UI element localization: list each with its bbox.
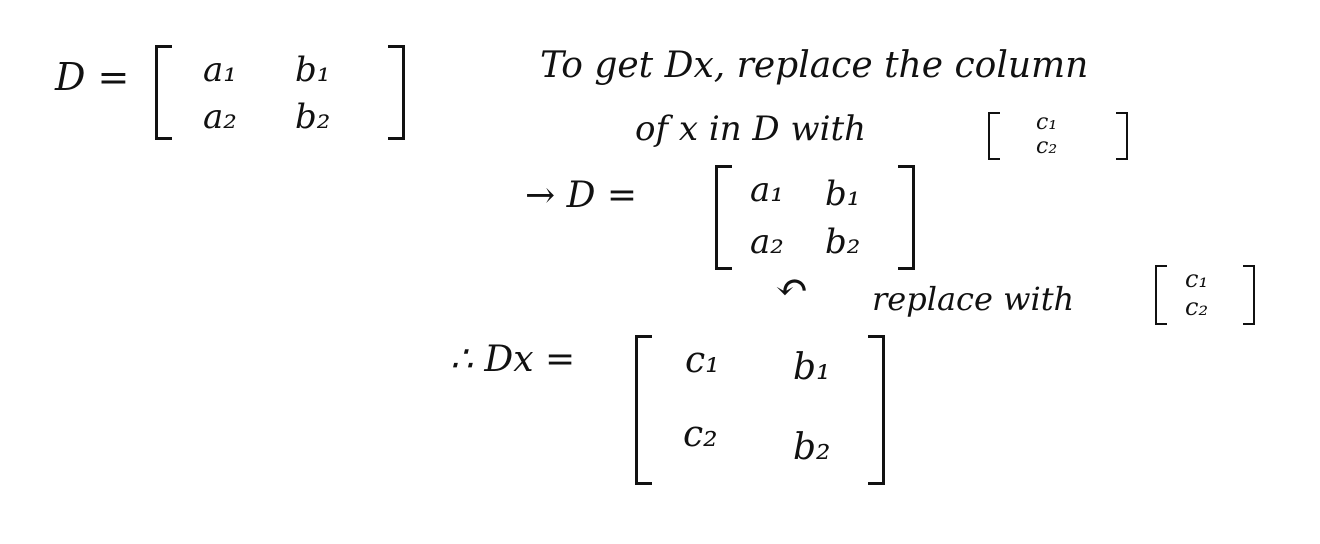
eq2-matrix: a₁ b₁ a₂ b₂ (715, 165, 915, 270)
note-vector: c₁ c₂ (1155, 265, 1255, 325)
left-bracket (635, 335, 652, 485)
matrix-entry: b₂ (825, 222, 861, 262)
eq1-matrix: a₁ b₁ a₂ b₂ (155, 45, 405, 140)
left-bracket (715, 165, 732, 270)
left-bracket (1155, 265, 1167, 325)
matrix-entry: a₁ (750, 170, 784, 210)
eq3-lhs: ∴ Dx = (450, 339, 576, 380)
left-bracket (988, 112, 1000, 160)
curved-arrow-icon: ↶ (775, 265, 809, 311)
matrix-entry: b₂ (295, 97, 331, 137)
matrix-entry: a₂ (750, 222, 784, 262)
instruction-vector: c₁ c₂ (988, 112, 1128, 160)
instruction-line-2: of x in D with (635, 109, 867, 149)
instruction-line-1: To get Dx, replace the column (540, 45, 1089, 86)
matrix-entry: b₁ (825, 174, 861, 214)
vector-entry: c₂ (1036, 134, 1058, 159)
replace-note: replace with (872, 280, 1075, 318)
vector-entry: c₁ (1036, 110, 1058, 135)
right-bracket (868, 335, 885, 485)
vector-entry: c₁ (1185, 265, 1209, 293)
matrix-entry: c₁ (685, 340, 720, 381)
vector-entry: c₂ (1185, 293, 1209, 321)
left-bracket (155, 45, 172, 140)
eq2-lhs: → D = (525, 175, 638, 216)
right-bracket (1243, 265, 1255, 325)
matrix-entry: a₁ (203, 50, 237, 90)
right-bracket (1116, 112, 1128, 160)
matrix-entry: c₂ (683, 414, 718, 455)
matrix-entry: b₂ (793, 427, 831, 468)
matrix-entry: a₂ (203, 97, 237, 137)
matrix-entry: b₁ (793, 347, 831, 388)
right-bracket (898, 165, 915, 270)
matrix-entry: b₁ (295, 50, 331, 90)
eq1-lhs: D = (55, 55, 130, 99)
right-bracket (388, 45, 405, 140)
eq3-matrix: c₁ b₁ c₂ b₂ (635, 335, 885, 485)
